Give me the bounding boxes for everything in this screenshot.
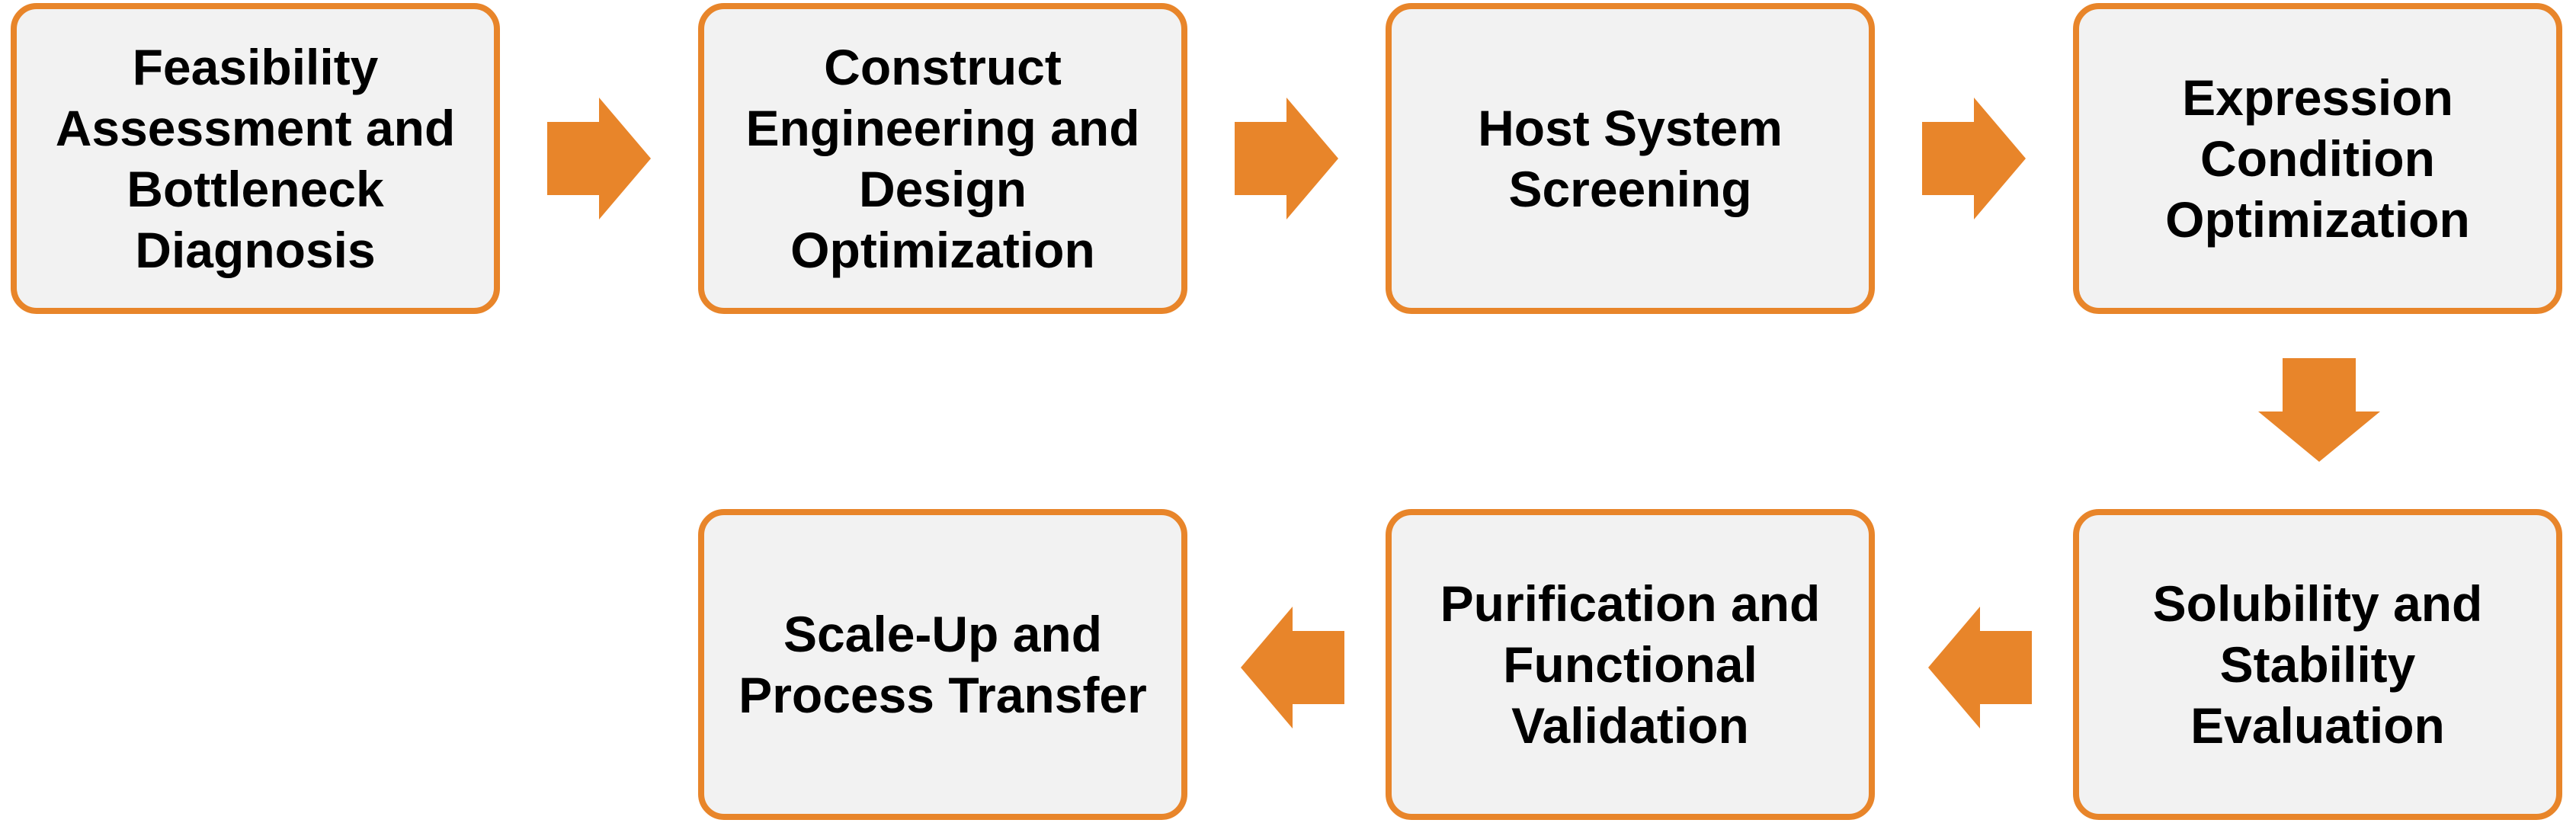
step-label: Expression Condition Optimization	[2165, 69, 2470, 248]
arrow-right-icon	[547, 98, 651, 219]
step-box-solubility-stability-evaluation: Solubility and Stability Evaluation	[2073, 509, 2562, 820]
step-box-construct-engineering: Construct Engineering and Design Optimiz…	[698, 3, 1187, 314]
step-label: Purification and Functional Validation	[1440, 575, 1821, 754]
step-box-expression-condition-optimization: Expression Condition Optimization	[2073, 3, 2562, 314]
step-label: Feasibility Assessment and Bottleneck Di…	[55, 39, 456, 278]
step-label: Host System Screening	[1478, 100, 1783, 217]
step-label: Construct Engineering and Design Optimiz…	[745, 39, 1140, 278]
arrow-left-icon	[1928, 607, 2032, 729]
arrow-right-icon	[1922, 98, 2026, 219]
arrow-down-icon	[2258, 358, 2380, 462]
step-box-feasibility-assessment: Feasibility Assessment and Bottleneck Di…	[11, 3, 500, 314]
step-label: Solubility and Stability Evaluation	[2152, 575, 2483, 754]
step-label: Scale-Up and Process Transfer	[739, 606, 1147, 723]
arrow-left-icon	[1241, 607, 1344, 729]
step-box-host-system-screening: Host System Screening	[1386, 3, 1875, 314]
step-box-scale-up-process-transfer: Scale-Up and Process Transfer	[698, 509, 1187, 820]
step-box-purification-functional-validation: Purification and Functional Validation	[1386, 509, 1875, 820]
arrow-right-icon	[1235, 98, 1338, 219]
